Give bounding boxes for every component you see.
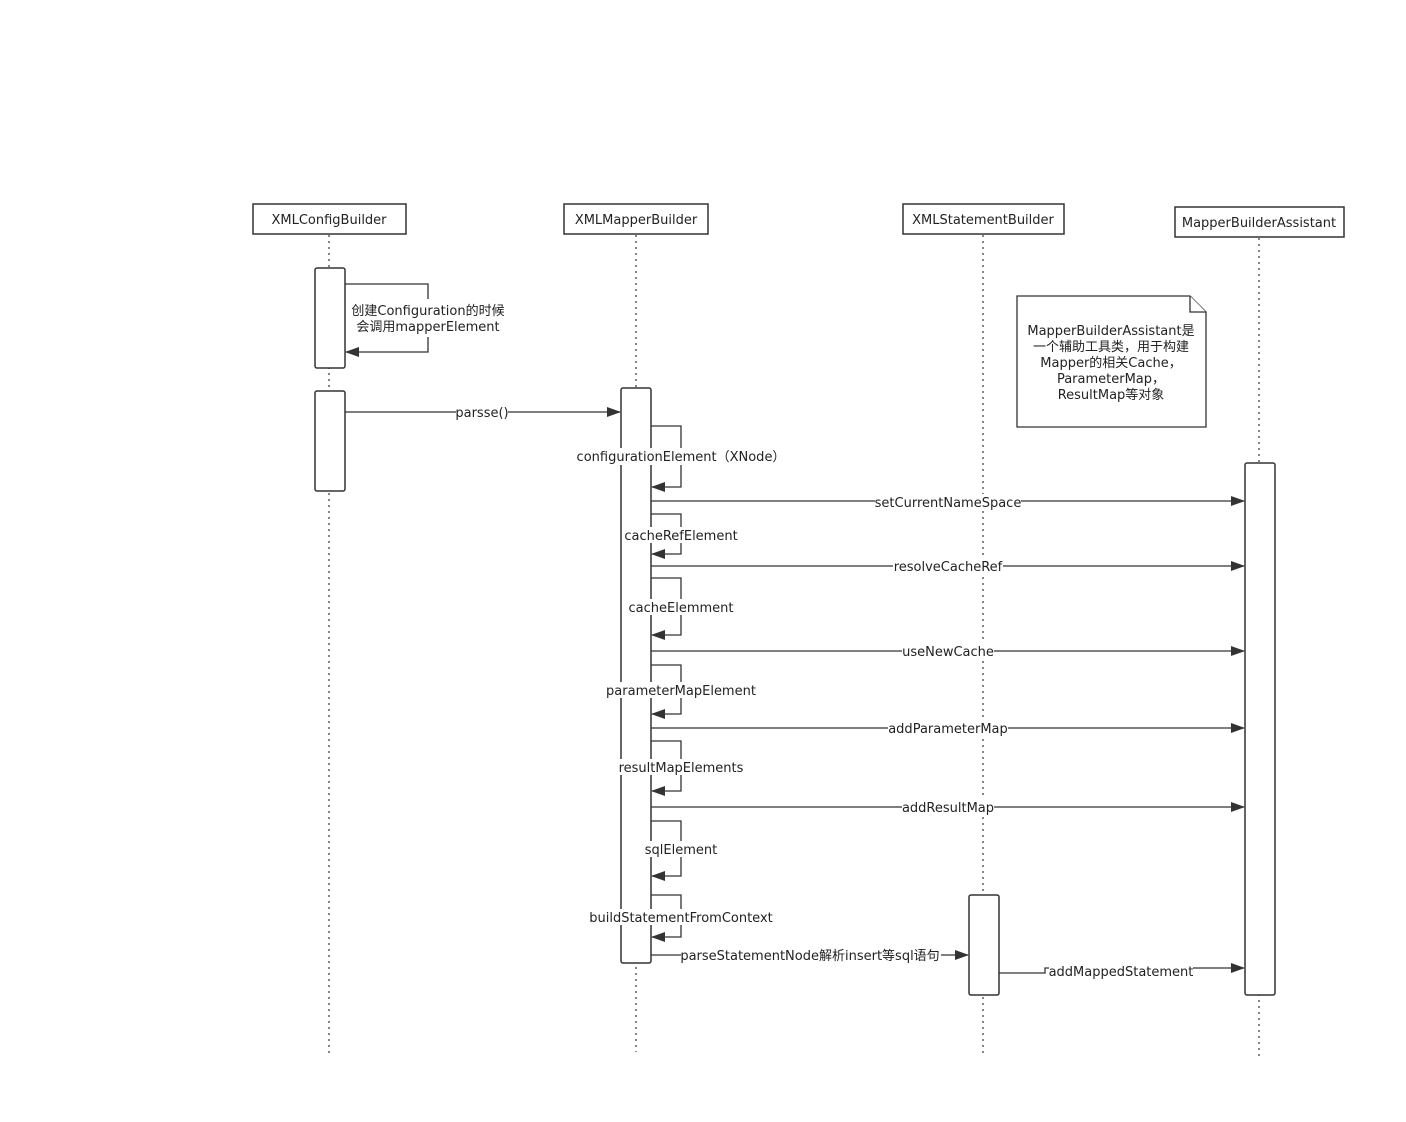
message-label: parsse()	[455, 406, 508, 421]
message-parse: parsse()	[345, 404, 621, 421]
participant-xmlstatementbuilder: XMLStatementBuilder	[902, 203, 1065, 235]
message-label: parameterMapElement	[606, 684, 756, 699]
activation-bar-config-2	[314, 390, 346, 492]
self-message-cache-element: cacheElemment	[629, 577, 734, 640]
message-parse-statement-node: parseStatementNode解析insert等sql语句	[651, 947, 969, 964]
note-line: 一个辅助工具类，用于构建	[1033, 340, 1189, 355]
participant-label: XMLMapperBuilder	[575, 213, 698, 228]
message-label: buildStatementFromContext	[589, 911, 773, 926]
message-label: configurationElement（XNode）	[577, 450, 786, 465]
self-message-parameter-map-element: parameterMapElement	[606, 664, 756, 719]
participant-xmlconfigbuilder: XMLConfigBuilder	[252, 203, 407, 235]
message-label: addMappedStatement	[1049, 965, 1194, 980]
activation-bar-config-1	[314, 267, 346, 369]
message-label: addResultMap	[902, 801, 994, 816]
participant-label: XMLConfigBuilder	[271, 213, 387, 228]
message-add-result-map: addResultMap	[651, 799, 1245, 816]
note-line: Mapper的相关Cache，	[1040, 355, 1181, 371]
message-use-new-cache: useNewCache	[651, 643, 1245, 660]
self-message-build-statement-from-context: buildStatementFromContext	[588, 894, 774, 942]
message-set-current-namespace: setCurrentNameSpace	[651, 494, 1245, 511]
self-message-result-map-elements: resultMapElements	[619, 740, 744, 796]
participant-xmlmapperbuilder: XMLMapperBuilder	[563, 203, 709, 235]
note-line: ResultMap等对象	[1058, 387, 1165, 403]
activation-bar-assistant	[1244, 462, 1276, 996]
message-label: setCurrentNameSpace	[875, 496, 1022, 511]
self-message-sql-element: sqlElement	[645, 820, 717, 881]
note-mapperbuilderassistant: MapperBuilderAssistant是 一个辅助工具类，用于构建 Map…	[1016, 295, 1207, 428]
message-label: useNewCache	[902, 645, 994, 660]
activation-bar-statement	[968, 894, 1000, 996]
message-label: sqlElement	[645, 843, 717, 858]
activation-bar-mapper	[620, 387, 652, 964]
message-label: cacheRefElement	[624, 529, 737, 544]
message-resolve-cache-ref: resolveCacheRef	[651, 558, 1245, 575]
self-message-create-configuration: 创建Configuration的时候 会调用mapperElement	[345, 283, 508, 357]
self-message-cache-ref-element: cacheRefElement	[624, 513, 738, 559]
message-label: resolveCacheRef	[894, 560, 1003, 575]
message-label: 创建Configuration的时候	[351, 303, 504, 319]
message-label: resultMapElements	[619, 761, 744, 776]
message-label: cacheElemment	[629, 601, 734, 616]
note-line: MapperBuilderAssistant是	[1027, 324, 1194, 339]
message-label: parseStatementNode解析insert等sql语句	[680, 948, 939, 964]
message-add-mapped-statement: addMappedStatement	[999, 963, 1245, 980]
message-label: 会调用mapperElement	[356, 320, 499, 335]
message-add-parameter-map: addParameterMap	[651, 720, 1245, 737]
self-message-configuration-element: configurationElement（XNode）	[577, 425, 786, 492]
note-line: ParameterMap，	[1057, 372, 1165, 387]
participant-label: XMLStatementBuilder	[912, 213, 1054, 228]
message-label: addParameterMap	[888, 722, 1008, 737]
participant-mapperbuilderassistant: MapperBuilderAssistant	[1174, 206, 1345, 238]
participant-label: MapperBuilderAssistant	[1182, 216, 1336, 231]
